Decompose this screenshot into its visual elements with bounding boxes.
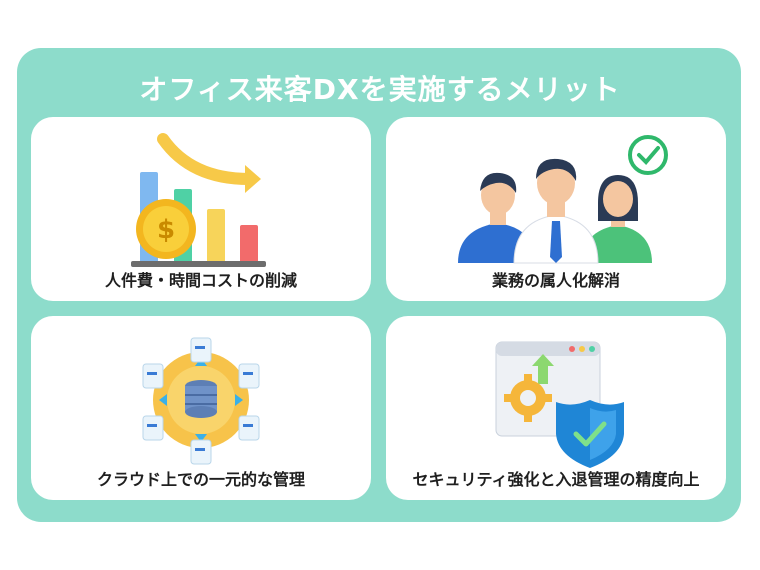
- benefit-label-cost: 人件費・時間コストの削減: [104, 271, 297, 290]
- cloud-database-icon: [142, 337, 260, 465]
- benefit-card-cloud: クラウド上での一元的な管理: [31, 316, 371, 500]
- benefit-label-security: セキュリティ強化と入退管理の精度向上: [412, 470, 700, 489]
- benefit-card-cost: $ 人件費・時間コストの削減: [31, 117, 371, 301]
- cost-reduction-icon: $: [131, 133, 266, 267]
- benefit-label-team: 業務の属人化解消: [491, 271, 620, 290]
- benefit-label-cloud: クラウド上での一元的な管理: [96, 470, 305, 489]
- security-shield-icon: [495, 341, 624, 468]
- page-title: オフィス来客DXを実施するメリット: [139, 73, 621, 106]
- benefit-card-team: 業務の属人化解消: [386, 117, 726, 301]
- benefit-card-security: セキュリティ強化と入退管理の精度向上: [386, 316, 726, 500]
- team-check-icon: [458, 135, 668, 264]
- svg-text:$: $: [157, 215, 175, 245]
